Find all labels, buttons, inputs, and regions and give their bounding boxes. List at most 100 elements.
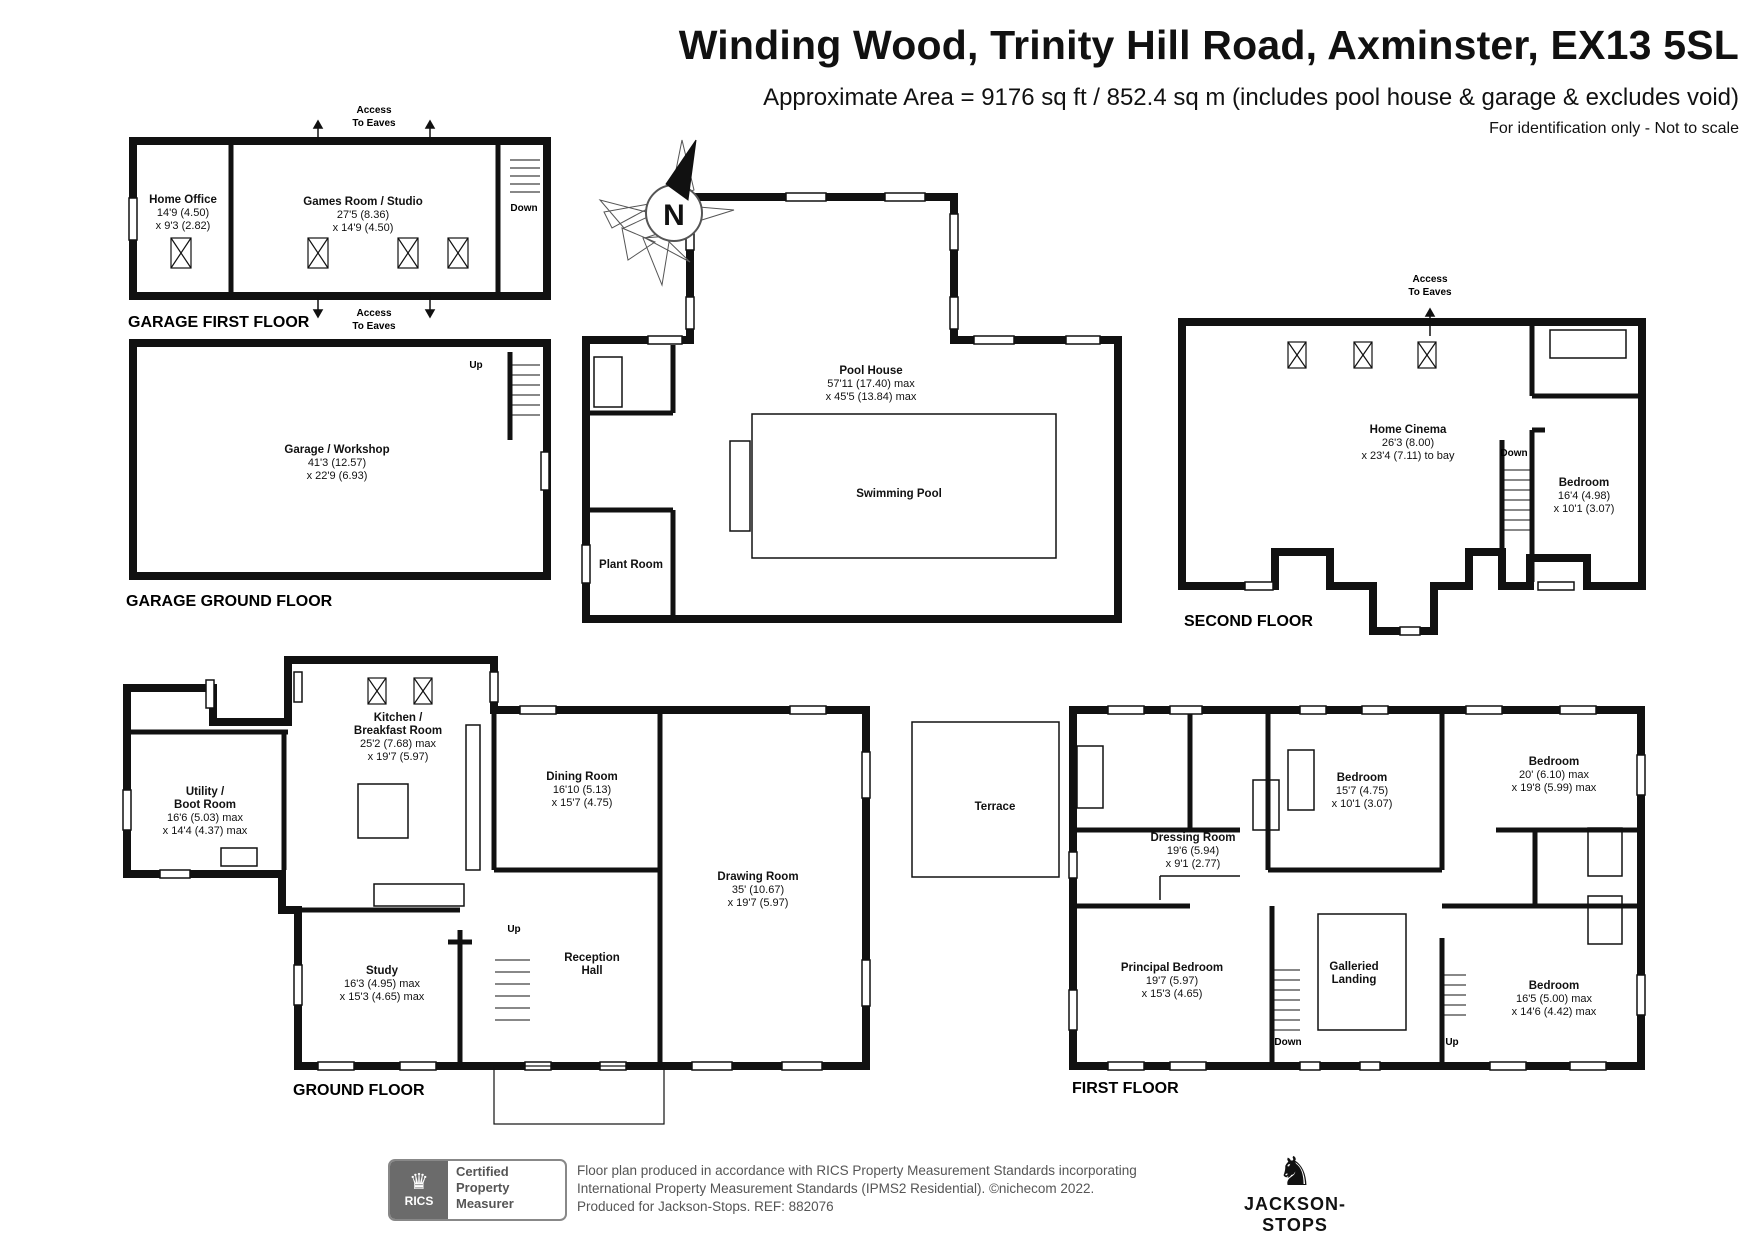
access-label: Access — [1412, 274, 1447, 285]
footer-line: International Property Measurement Stand… — [577, 1181, 1095, 1196]
eaves-label: To Eaves — [1408, 287, 1452, 298]
stair-down-label: Down — [1274, 1037, 1301, 1048]
room-dim: x 22'9 (6.93) — [307, 470, 368, 482]
rics-logo: ♛ RICS — [390, 1161, 448, 1219]
brand-name: JACKSON-STOPS — [1243, 1194, 1346, 1235]
room-dim: x 15'3 (4.65) max — [340, 991, 425, 1003]
room-dim: 57'11 (17.40) max — [827, 378, 915, 390]
room-dim: x 23'4 (7.11) to bay — [1361, 450, 1455, 462]
room-name: Drawing Room — [717, 871, 798, 883]
rics-certified-badge: ♛ RICS Certified Property Measurer — [388, 1159, 567, 1221]
access-label: Access — [356, 105, 391, 116]
stair-down-label: Down — [1500, 448, 1527, 459]
rics-logo-text: RICS — [404, 1194, 434, 1208]
room-name: Bedroom — [1559, 477, 1609, 489]
compass-north-label: N — [663, 199, 685, 232]
room-dim: 25'2 (7.68) max — [360, 738, 437, 750]
stair-up-label: Up — [507, 924, 520, 935]
pool-house-outline — [582, 193, 1122, 623]
room-dim: x 15'7 (4.75) — [552, 797, 613, 809]
room-name: Kitchen / — [374, 712, 423, 724]
stair-down-label: Down — [510, 203, 537, 214]
room-name: Landing — [1332, 974, 1377, 986]
room-dim: x 10'1 (3.07) — [1332, 798, 1393, 810]
room-name: Pool House — [839, 365, 902, 377]
room-name: Bedroom — [1529, 980, 1579, 992]
room-name: Dining Room — [546, 771, 618, 783]
floor-label-garage-ground: GARAGE GROUND FLOOR — [126, 593, 333, 610]
porch-outline — [493, 1065, 665, 1125]
room-dim: x 9'3 (2.82) — [156, 220, 211, 232]
rics-crest-icon: ♛ — [409, 1170, 429, 1195]
access-label: Access — [356, 308, 391, 319]
badge-line: Certified — [456, 1164, 509, 1179]
room-dim: x 9'1 (2.77) — [1166, 858, 1221, 870]
room-name: Reception — [564, 952, 620, 964]
room-dim: 16'3 (4.95) max — [344, 978, 421, 990]
room-dim: 27'5 (8.36) — [337, 209, 389, 221]
room-name: Terrace — [975, 801, 1016, 813]
first-floor-outline — [1069, 706, 1645, 1070]
footer-line: Floor plan produced in accordance with R… — [577, 1163, 1137, 1178]
footer-disclaimer: Floor plan produced in accordance with R… — [577, 1162, 1137, 1216]
room-dim: 19'7 (5.97) — [1146, 975, 1198, 987]
room-dim: 41'3 (12.57) — [308, 457, 366, 469]
stair-up-label: Up — [1445, 1037, 1458, 1048]
stair-up-label: Up — [469, 360, 482, 371]
room-name: Garage / Workshop — [284, 444, 389, 456]
room-name: Swimming Pool — [856, 488, 942, 500]
room-dim: 14'9 (4.50) — [157, 207, 209, 219]
area-summary: Approximate Area = 9176 sq ft / 852.4 sq… — [763, 84, 1739, 111]
badge-line: Property — [456, 1180, 510, 1195]
room-name: Bedroom — [1337, 772, 1387, 784]
room-name: Bedroom — [1529, 756, 1579, 768]
room-dim: x 19'8 (5.99) max — [1512, 782, 1597, 794]
badge-line: Measurer — [456, 1196, 514, 1211]
room-name: Home Cinema — [1370, 424, 1447, 436]
room-dim: 20' (6.10) max — [1519, 769, 1589, 781]
eaves-label: To Eaves — [352, 321, 396, 332]
room-dim: x 14'6 (4.42) max — [1512, 1006, 1597, 1018]
room-dim: 15'7 (4.75) — [1336, 785, 1388, 797]
ground-floor-outline — [123, 656, 870, 1070]
terrace-area — [911, 721, 1060, 878]
room-dim: x 14'9 (4.50) — [333, 222, 394, 234]
room-name: Hall — [581, 965, 602, 977]
lion-icon: ♞ — [1277, 1149, 1313, 1195]
room-dim: 35' (10.67) — [732, 884, 784, 896]
second-floor-outline — [1178, 318, 1646, 635]
room-name: Galleried — [1329, 961, 1378, 973]
room-name: Breakfast Room — [354, 725, 442, 737]
floor-label-garage-first: GARAGE FIRST FLOOR — [128, 314, 310, 331]
room-name: Principal Bedroom — [1121, 962, 1223, 974]
room-name: Boot Room — [174, 799, 236, 811]
room-name: Home Office — [149, 194, 217, 206]
floor-label-first: FIRST FLOOR — [1072, 1080, 1179, 1097]
room-dim: 16'10 (5.13) — [553, 784, 611, 796]
floor-label-second: SECOND FLOOR — [1184, 613, 1313, 630]
room-dim: x 19'7 (5.97) — [728, 897, 789, 909]
room-dim: 26'3 (8.00) — [1382, 437, 1434, 449]
compass-rose — [598, 139, 735, 287]
room-name: Dressing Room — [1151, 832, 1236, 844]
page-title: Winding Wood, Trinity Hill Road, Axminst… — [678, 22, 1739, 68]
room-name: Utility / — [186, 786, 225, 798]
disclaimer-note: For identification only - Not to scale — [1489, 120, 1739, 137]
room-dim: 19'6 (5.94) — [1167, 845, 1219, 857]
room-dim: 16'6 (5.03) max — [167, 812, 244, 824]
room-name: Games Room / Studio — [303, 196, 423, 208]
footer-line: Produced for Jackson-Stops. REF: 882076 — [577, 1199, 834, 1214]
floor-label-ground: GROUND FLOOR — [293, 1082, 425, 1099]
room-name: Plant Room — [599, 559, 663, 571]
room-dim: x 15'3 (4.65) — [1142, 988, 1203, 1000]
room-dim: x 45'5 (13.84) max — [826, 391, 917, 403]
brand-block: ♞ JACKSON-STOPS — [1215, 1150, 1375, 1236]
swimming-pool — [751, 413, 1057, 559]
room-dim: 16'5 (5.00) max — [1516, 993, 1593, 1005]
room-dim: x 10'1 (3.07) — [1554, 503, 1615, 515]
room-name: Study — [366, 965, 399, 977]
room-dim: x 19'7 (5.97) — [368, 751, 429, 763]
room-dim: x 14'4 (4.37) max — [163, 825, 248, 837]
room-dim: 16'4 (4.98) — [1558, 490, 1610, 502]
